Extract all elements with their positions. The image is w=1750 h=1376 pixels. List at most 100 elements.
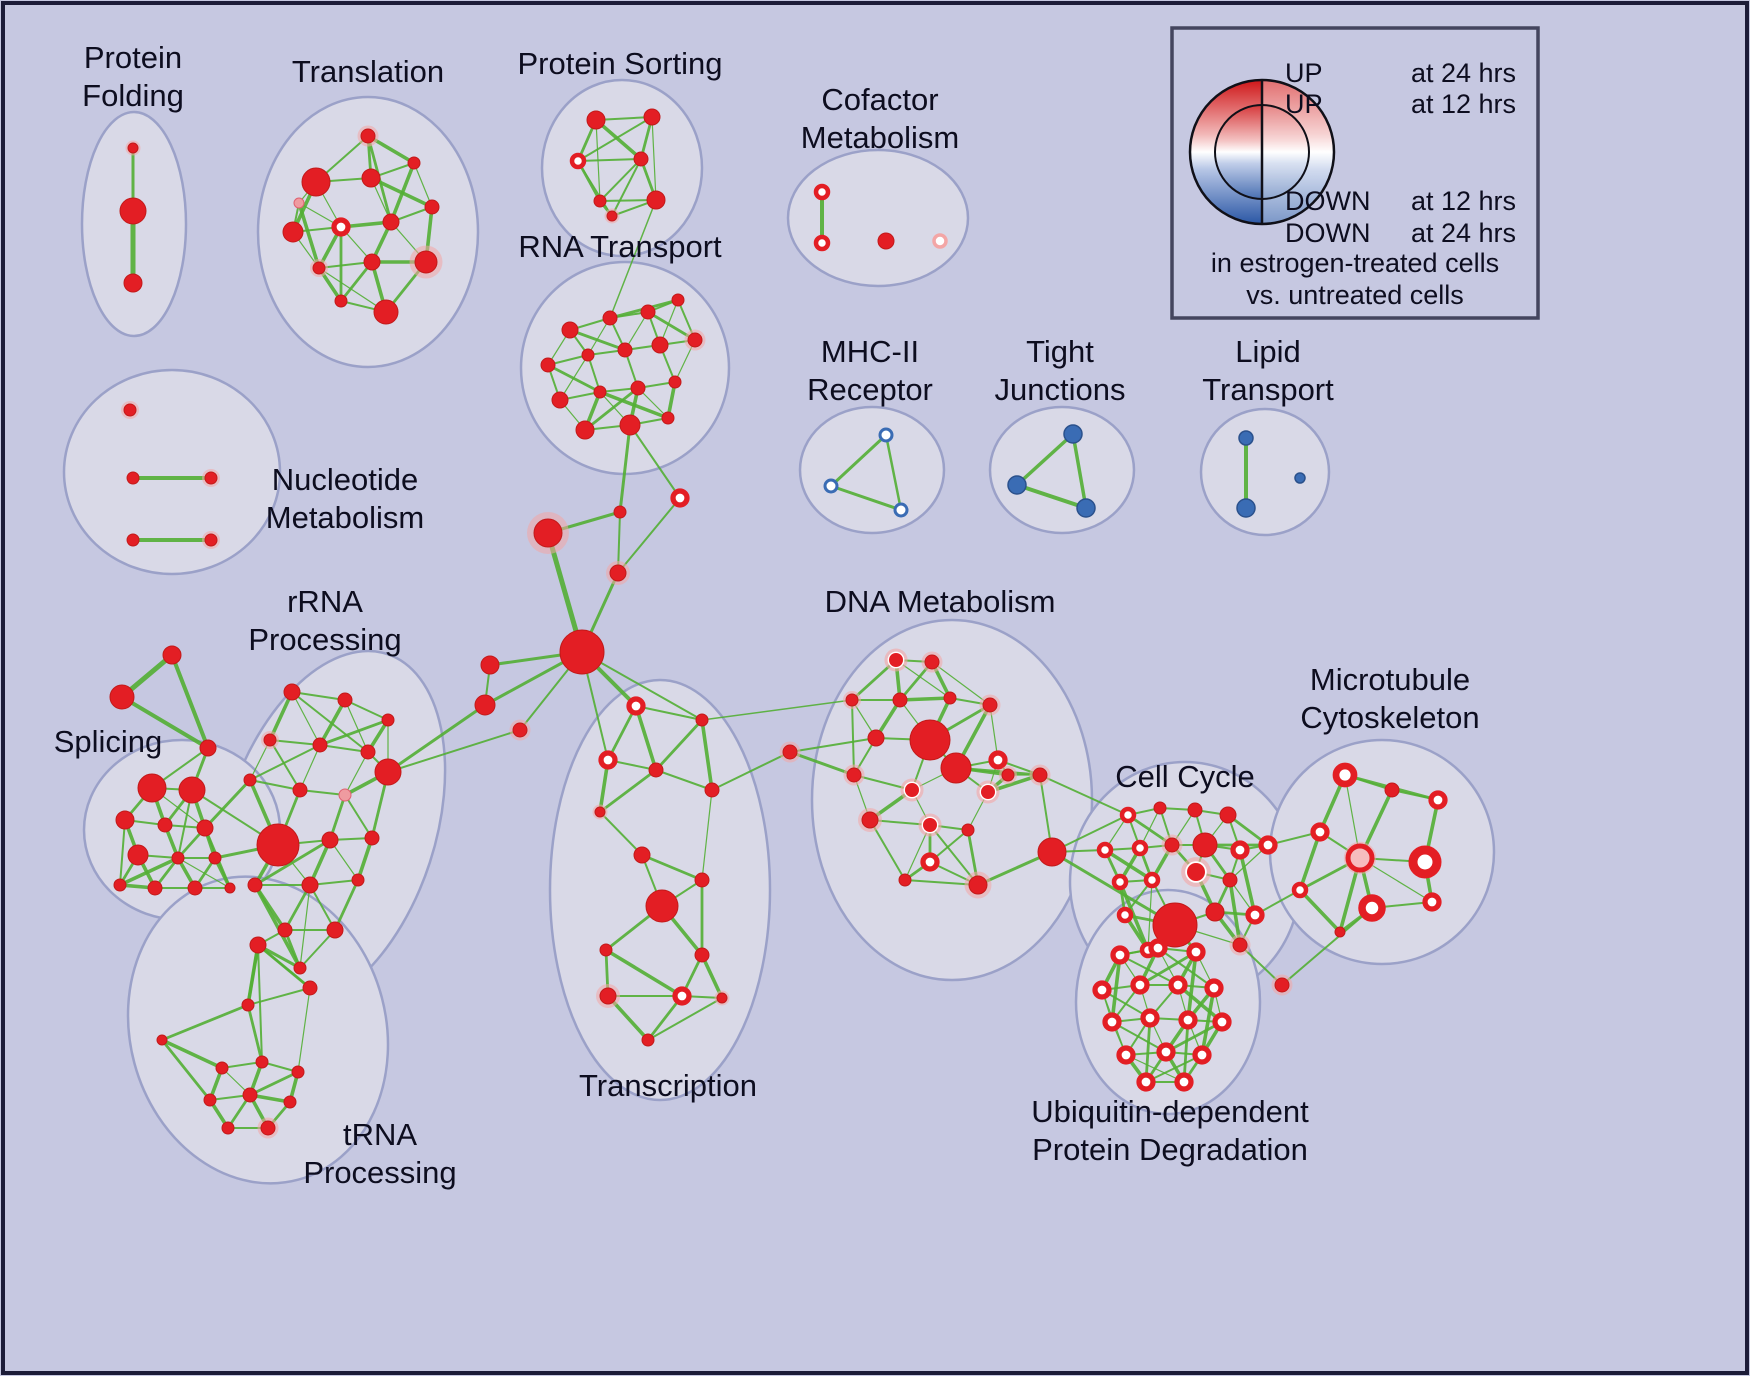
cluster-nucleotide-metabolism-ellipse [62,368,282,576]
network-node [1032,767,1048,783]
network-node [277,922,293,938]
network-edge [118,856,180,887]
network-node [599,987,617,1005]
network-node [1153,801,1167,815]
network-edge [120,695,210,750]
network-node [480,655,500,675]
network-edge [319,744,369,753]
network-node [1205,902,1225,922]
network-edge [1111,1021,1167,1053]
network-node [1186,942,1206,962]
network-node [1102,1012,1122,1032]
legend-direction-label: DOWN [1285,218,1370,248]
network-node [187,880,203,896]
network-node [374,758,402,786]
network-node [407,156,421,170]
network-node [1092,980,1112,1000]
network-node [381,713,395,727]
network-node [641,1033,655,1047]
network-node [263,733,277,747]
network-edge [1039,774,1129,816]
network-node [1222,872,1238,888]
network-node [282,221,304,243]
network-node [474,694,496,716]
network-edge [829,433,888,488]
network-node [586,110,606,130]
network-node [256,823,300,867]
network-node [892,692,908,708]
network-node [137,773,167,803]
network-edge [291,691,369,753]
network-node [203,1093,217,1107]
network-node [893,502,909,518]
network-edge [629,424,681,499]
network-node [672,986,692,1006]
network-node [1063,424,1083,444]
network-node [373,299,399,325]
network-node [1187,802,1203,818]
network-node [283,683,301,701]
network-node [559,629,605,675]
network-node [147,880,163,896]
network-node [302,980,318,996]
network-edge [309,884,336,931]
network-node [599,943,613,957]
network-node [1258,835,1278,855]
network-node [575,420,595,440]
network-edge [387,729,521,773]
network-node [640,304,656,320]
network-node [1192,1045,1212,1065]
network-edge [1118,880,1150,952]
network-node [1076,498,1096,518]
network-node [889,653,903,667]
network-edge [299,929,336,969]
cluster-protein-folding-label: Folding [82,78,184,113]
network-node [1152,902,1198,948]
network-edge [1138,950,1198,987]
network-edge [1164,1020,1224,1054]
network-edge [647,997,723,1041]
network-node [1140,1008,1160,1028]
network-node [561,321,579,339]
network-node [1116,906,1134,924]
cluster-tight-junctions-label: Tight [1026,334,1094,369]
network-node [331,217,351,237]
network-edge [344,699,389,721]
network-node [878,427,894,443]
network-node [633,846,651,864]
network-node [1037,837,1067,867]
cluster-tight-junctions-ellipse [988,405,1136,535]
cluster-nucleotide-metabolism-label: Nucleotide [272,462,418,497]
network-node [598,750,618,770]
network-node [1136,1072,1156,1092]
network-edge [249,779,301,791]
network-node [551,391,569,409]
network-node [338,788,352,802]
cluster-cofactor-metabolism-ellipse [786,148,970,288]
cluster-protein-folding-label: Protein [84,40,182,75]
network-node [204,471,218,485]
network-edge [1144,1016,1152,1084]
network-node [255,1055,269,1069]
network-edge [257,944,311,989]
network-node [1236,498,1256,518]
network-node [909,719,951,761]
network-node [126,471,140,485]
network-edge [177,857,231,889]
network-edge [599,811,643,856]
network-node [283,1095,297,1109]
network-node [687,332,703,348]
legend-direction-label: UP [1285,89,1323,119]
network-node [648,762,664,778]
network-node [1096,841,1114,859]
network-edge [583,386,640,432]
network-node [593,385,607,399]
network-edge [257,944,263,1063]
network-node [113,878,127,892]
cluster-rna-transport-label: RNA Transport [518,229,722,264]
network-edge [203,778,252,830]
network-node [208,851,222,865]
cluster-trna-processing-ellipse [126,875,390,1185]
network-edge [1228,878,1242,947]
